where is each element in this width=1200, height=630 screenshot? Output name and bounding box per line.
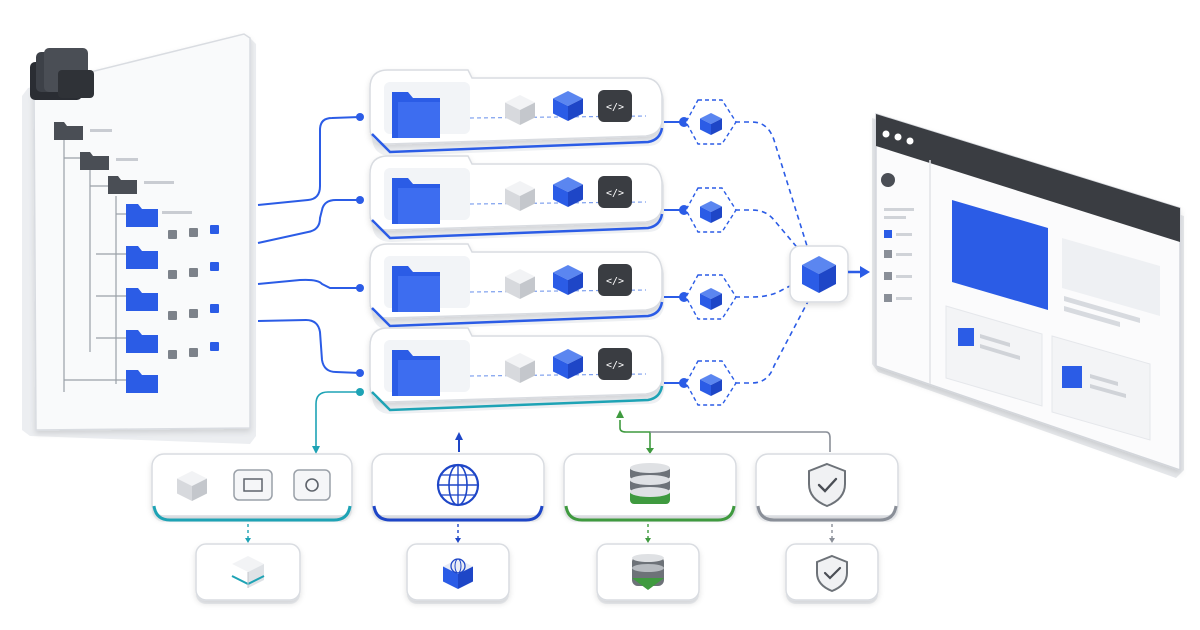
- svg-text:</>: </>: [606, 188, 624, 199]
- file-tree-panel: [22, 33, 256, 444]
- database-icon: [630, 463, 670, 504]
- blue-folder-icon: [384, 340, 470, 396]
- code-icon: </>: [598, 90, 632, 122]
- blue-folder-icon: [384, 168, 470, 224]
- globe-icon: [436, 463, 480, 507]
- tree-to-module-connectors: [257, 116, 361, 374]
- output-card-network[interactable]: [406, 543, 510, 604]
- blue-folder-icon: [384, 256, 470, 312]
- hero-card[interactable]: [952, 200, 1048, 310]
- gray-cube-icon: [505, 181, 535, 211]
- svg-text:</>: </>: [606, 276, 624, 287]
- blue-folder-icon[interactable]: [126, 330, 158, 353]
- app-window: [872, 112, 1184, 478]
- output-node[interactable]: [685, 99, 737, 145]
- window-dot: [894, 133, 902, 141]
- bottom-connectors: [312, 391, 831, 454]
- output-card-components[interactable]: [195, 543, 301, 604]
- window-dot: [882, 130, 890, 138]
- module-card[interactable]: </>: [369, 327, 664, 414]
- module-to-hub-connectors: [735, 121, 815, 384]
- module-card[interactable]: </>: [369, 155, 664, 242]
- service-card-security[interactable]: [755, 453, 899, 543]
- folder-stack-icon: [30, 48, 94, 100]
- output-card-security[interactable]: [785, 543, 879, 604]
- service-card-database[interactable]: [563, 453, 737, 543]
- card-icon: [958, 328, 974, 346]
- module-cards: </> </> </> </>: [369, 69, 664, 414]
- blue-cube-icon: [700, 374, 722, 396]
- connector-dots: [356, 113, 364, 396]
- cube-icon: [177, 471, 207, 501]
- window-dot: [906, 137, 914, 145]
- sidebar-item-active[interactable]: [884, 230, 892, 238]
- blue-folder-icon: [384, 82, 470, 138]
- blue-cube-icon: [700, 113, 722, 135]
- output-node[interactable]: [685, 187, 737, 233]
- module-card[interactable]: </>: [369, 243, 664, 330]
- database-box-icon: [632, 554, 664, 590]
- code-icon: </>: [598, 348, 632, 380]
- blue-cube-icon: [553, 265, 583, 295]
- gray-cube-icon: [505, 353, 535, 383]
- service-card-network[interactable]: [371, 453, 545, 543]
- blue-cube-icon: [700, 288, 722, 310]
- sidebar-item[interactable]: [884, 272, 892, 280]
- gray-cube-icon: [505, 95, 535, 125]
- sidebar-item[interactable]: [884, 250, 892, 258]
- app-main: [945, 200, 1160, 441]
- code-icon: </>: [598, 264, 632, 296]
- blue-cube-icon: [553, 177, 583, 207]
- shield-check-icon: [816, 554, 848, 593]
- code-icon: </>: [598, 176, 632, 208]
- globe-box-icon: [443, 558, 473, 589]
- blue-cube-icon: [553, 91, 583, 121]
- svg-text:</>: </>: [606, 360, 624, 371]
- tree-folder-3[interactable]: [108, 176, 174, 194]
- package-cube-icon: [802, 256, 836, 293]
- blue-folder-icon[interactable]: [126, 204, 192, 227]
- circle-icon: [293, 469, 331, 501]
- sidebar-item[interactable]: [884, 294, 892, 302]
- tree-folder-1[interactable]: [54, 122, 112, 140]
- module-output-lines: [664, 117, 689, 388]
- hub-to-app-arrow: [848, 266, 870, 278]
- hub-node[interactable]: [789, 245, 849, 303]
- output-card-database[interactable]: [596, 543, 700, 604]
- tree-connectors: [63, 140, 128, 392]
- shield-check-icon: [808, 462, 846, 508]
- blue-cube-icon: [553, 349, 583, 379]
- window-titlebar: [876, 114, 1180, 242]
- rectangle-icon: [233, 469, 273, 501]
- app-sidebar: [881, 160, 931, 384]
- service-card-components[interactable]: [151, 453, 353, 543]
- content-card: [1062, 238, 1160, 316]
- blue-folder-icon[interactable]: [126, 246, 158, 269]
- module-card[interactable]: </>: [369, 69, 664, 156]
- avatar: [881, 173, 895, 187]
- svg-text:</>: </>: [606, 102, 624, 113]
- tree-folder-2[interactable]: [80, 152, 138, 170]
- card-icon: [1062, 366, 1082, 388]
- output-node[interactable]: [685, 274, 737, 320]
- module-output-nodes: [685, 99, 737, 406]
- blue-folder-icon[interactable]: [126, 370, 158, 393]
- blue-folder-icon[interactable]: [126, 288, 158, 311]
- service-cards: [151, 453, 899, 604]
- blue-cube-icon: [700, 201, 722, 223]
- tree-module-folders: [126, 204, 219, 393]
- output-node[interactable]: [685, 360, 737, 406]
- gray-cube-icon: [505, 269, 535, 299]
